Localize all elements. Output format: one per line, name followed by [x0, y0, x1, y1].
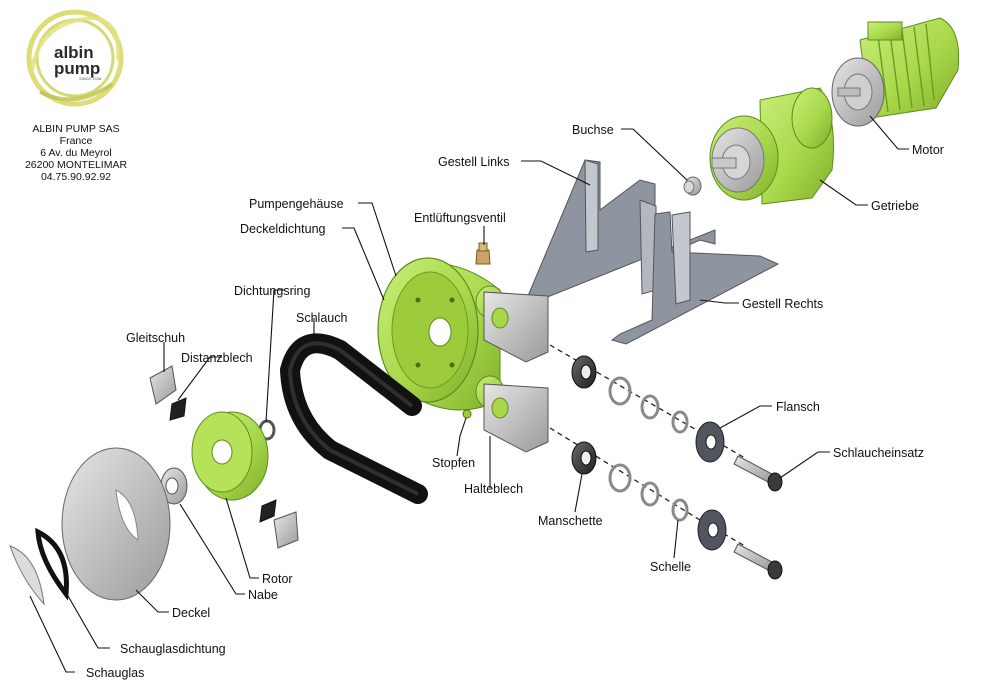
spacer-plate-part	[169, 397, 277, 523]
hub-part	[160, 467, 188, 505]
logo-tagline: SINCE 1938	[79, 76, 102, 81]
label-schauglas: Schauglas	[86, 666, 144, 680]
label-schlaucheinsatz: Schlaucheinsatz	[833, 446, 924, 460]
flange-part	[695, 421, 727, 551]
motor-part	[831, 17, 960, 127]
label-motor: Motor	[912, 143, 944, 157]
part-labels: Buchse Gestell Links Motor Getriebe Pump…	[86, 123, 944, 680]
sliding-shoe-part	[149, 365, 299, 549]
bushing-part	[683, 176, 702, 196]
label-halteblech: Halteblech	[464, 482, 523, 496]
address-line-phone: 04.75.90.92.92	[41, 171, 111, 183]
label-distanzblech: Distanzblech	[181, 351, 253, 365]
label-dichtungsring: Dichtungsring	[234, 284, 310, 298]
hose-insert-part	[733, 455, 783, 580]
label-schauglasdichtung: Schauglasdichtung	[120, 642, 226, 656]
label-deckeldichtung: Deckeldichtung	[240, 222, 326, 236]
plug-part	[462, 409, 472, 419]
label-deckel: Deckel	[172, 606, 210, 620]
label-manschette: Manschette	[538, 514, 603, 528]
address-line-company: ALBIN PUMP SAS	[32, 123, 119, 135]
frame-left-part	[527, 159, 716, 301]
sight-glass-part	[9, 545, 45, 606]
hose-part	[279, 333, 428, 504]
frame-right-part	[610, 211, 780, 345]
rotor-part	[191, 411, 269, 501]
logo-text-line1: albin	[54, 43, 94, 62]
logo-text-line2: pump	[54, 59, 100, 78]
albin-pump-logo: albin pump SINCE 1938	[26, 9, 124, 107]
label-schelle: Schelle	[650, 560, 691, 574]
label-gleitschuh: Gleitschuh	[126, 331, 185, 345]
address-line-city: 26200 MONTELIMAR	[25, 159, 128, 171]
label-buchse: Buchse	[572, 123, 614, 137]
company-address: ALBIN PUMP SAS France 6 Av. du Meyrol 26…	[25, 123, 128, 183]
sight-glass-seal-part	[35, 527, 69, 601]
label-gestell-links: Gestell Links	[438, 155, 510, 169]
leader-lines	[29, 115, 909, 673]
label-stopfen: Stopfen	[432, 456, 475, 470]
label-flansch: Flansch	[776, 400, 820, 414]
sleeve-part	[571, 355, 597, 475]
label-pumpengehaeuse: Pumpengehäuse	[249, 197, 344, 211]
pump-housing-part	[377, 257, 505, 411]
label-entlueftungsventil: Entlüftungsventil	[414, 211, 506, 225]
address-line-street: 6 Av. du Meyrol	[40, 147, 111, 159]
label-getriebe: Getriebe	[871, 199, 919, 213]
label-schlauch: Schlauch	[296, 311, 347, 325]
address-line-country: France	[60, 135, 93, 147]
holding-plate-part	[483, 291, 549, 453]
cover-part	[61, 447, 171, 601]
label-gestell-rechts: Gestell Rechts	[742, 297, 823, 311]
gearbox-part	[709, 87, 834, 205]
label-nabe: Nabe	[248, 588, 278, 602]
clamp-rings-part	[608, 376, 689, 522]
vent-valve-part	[475, 242, 491, 265]
label-rotor: Rotor	[262, 572, 293, 586]
